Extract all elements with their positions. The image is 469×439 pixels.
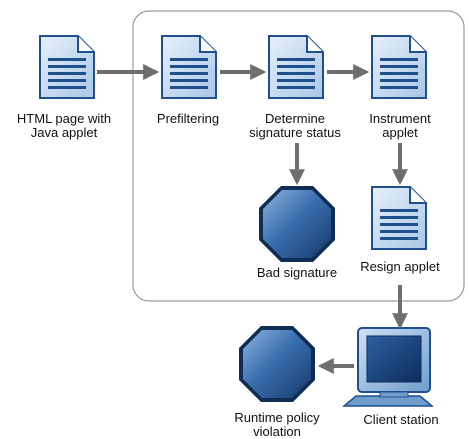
process-frame [132,10,465,302]
monitor-icon [341,327,435,407]
client-station-label: Client station [363,412,439,427]
prefiltering-document-icon [161,35,217,99]
bad-signature-stop-icon [259,186,335,262]
resign-document-icon [371,186,427,250]
runtime-policy-label: Runtime policy violation [234,410,320,439]
bad-signature-label: Bad signature [256,265,338,280]
resign-label: Resign applet [360,259,440,274]
runtime-violation-stop-icon [239,326,315,402]
instrument-document-icon [371,35,427,99]
determine-document-icon [268,35,324,99]
instrument-label: Instrument applet [369,111,431,140]
prefiltering-label: Prefiltering [156,111,220,126]
html-page-label: HTML page with Java applet [16,111,112,140]
determine-label: Determine signature status [249,111,341,140]
html-page-document-icon [39,35,95,99]
